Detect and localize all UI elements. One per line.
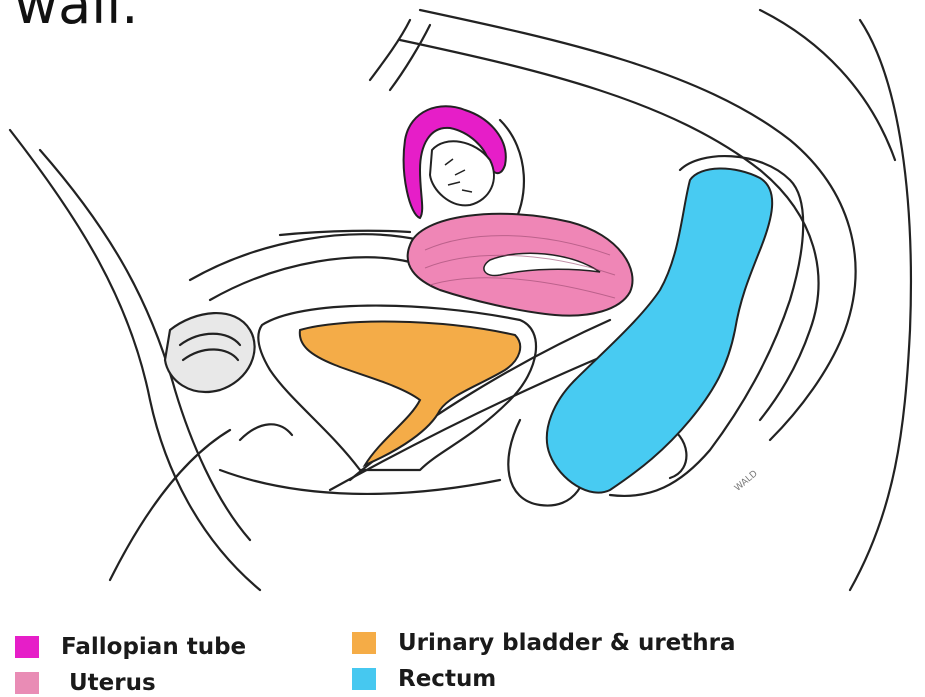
rectum-shape xyxy=(547,168,772,492)
peritoneum-inner-line xyxy=(210,257,410,300)
legend-item-fallopian-tube: Fallopian tube xyxy=(15,634,246,660)
bladder-urethra-shape xyxy=(300,322,520,465)
legend-swatch-cyan xyxy=(352,668,376,690)
skin-outline-lower xyxy=(110,430,230,580)
legend-label: Rectum xyxy=(398,666,496,692)
legend-item-uterus: Uterus xyxy=(15,670,156,696)
pubic-bone-outline xyxy=(165,313,255,392)
back-outline xyxy=(760,10,895,160)
color-legend: Fallopian tube Uterus Urinary bladder & … xyxy=(0,600,925,697)
legend-swatch-magenta xyxy=(15,636,39,658)
legend-swatch-orange xyxy=(352,632,376,654)
legend-item-bladder: Urinary bladder & urethra xyxy=(352,630,736,656)
legend-label: Fallopian tube xyxy=(61,634,246,660)
legend-item-rectum: Rectum xyxy=(352,666,496,692)
buttock-outline xyxy=(850,20,911,590)
legend-label: Urinary bladder & urethra xyxy=(398,630,736,656)
legend-label: Uterus xyxy=(69,670,156,696)
pelvis-sagittal-illustration xyxy=(0,0,925,600)
legend-swatch-pink xyxy=(15,672,39,694)
